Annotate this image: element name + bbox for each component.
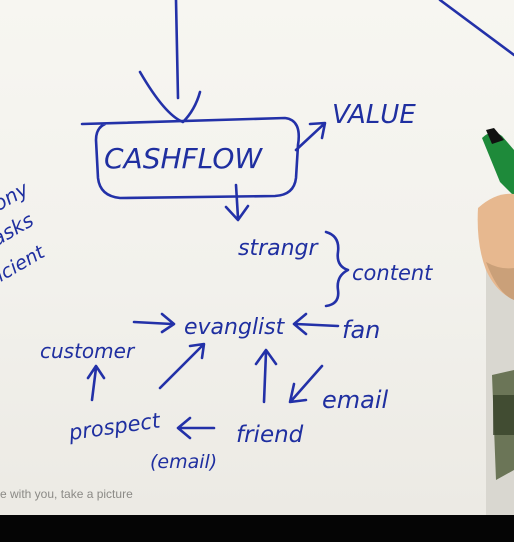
customer-label: customer	[40, 339, 136, 363]
arrow-friend-to-evangelist	[254, 348, 278, 404]
background-foliage	[493, 395, 514, 435]
arrow-down-to-strangers	[224, 183, 250, 222]
arrow-email-right	[288, 364, 324, 404]
cashflow-box	[80, 116, 300, 200]
strangers-label: strangr	[238, 236, 320, 261]
arrow-fan-to-evangelist	[292, 312, 340, 336]
email-left-label: (email)	[150, 451, 217, 473]
friend-label: friend	[236, 422, 304, 448]
prospect-label: prospect	[66, 408, 162, 445]
whiteboard-drawing: CASHFLOW VALUE strangr content customer …	[0, 0, 514, 515]
marker-tip	[486, 128, 504, 144]
video-frame: CASHFLOW VALUE strangr content customer …	[0, 0, 514, 515]
evangelist-label: evanglist	[184, 315, 286, 340]
left-edge-word-3: ficient	[0, 240, 50, 289]
email-right-label: email	[322, 386, 389, 414]
arrow-to-value	[294, 121, 327, 152]
content-label: content	[352, 261, 433, 285]
left-edge-word-1: ony	[0, 176, 33, 216]
value-label: VALUE	[332, 100, 416, 130]
arrow-email-left	[176, 416, 216, 440]
fan-label: fan	[342, 316, 380, 344]
arrow-prospect-to-evangelist	[158, 342, 206, 390]
whiteboard: CASHFLOW VALUE strangr content customer …	[0, 0, 514, 515]
arrow-customer-to-evangelist	[132, 312, 176, 334]
presenter-hand-shadow	[486, 262, 514, 300]
marker-body	[482, 132, 514, 196]
letterbox-bar	[0, 515, 514, 542]
line-down-to-cashflow	[174, 0, 180, 100]
arrow-into-cashflow	[138, 70, 202, 124]
arrow-prospect-to-customer	[86, 364, 106, 402]
cashflow-label: CASHFLOW	[104, 142, 263, 175]
video-caption: e with you, take a picture	[0, 487, 133, 501]
diagonal-line	[438, 0, 514, 57]
content-brace	[324, 230, 350, 308]
